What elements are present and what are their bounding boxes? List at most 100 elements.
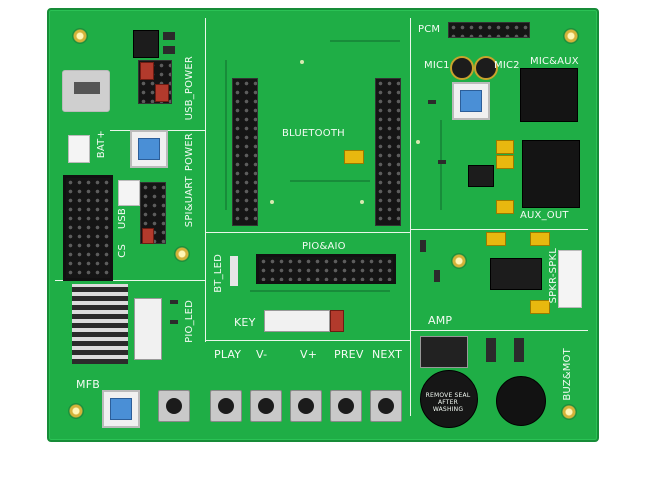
smd-component [434, 270, 440, 282]
mounting-hole-mid-left [174, 246, 190, 262]
bluetooth-socket-right[interactable] [375, 78, 401, 226]
mic2-label: MIC2 [494, 60, 520, 71]
pio-aio-label: PIO&AIO [302, 241, 346, 252]
usb-select-switch[interactable] [118, 180, 140, 206]
silk-divider-left-mid [55, 280, 205, 281]
buzzer-text: REMOVE SEAL AFTER WASHING [425, 392, 471, 413]
via [300, 60, 304, 64]
smd-component [438, 160, 446, 164]
amp-jumper-block[interactable] [420, 336, 468, 368]
voltage-regulator-chip [133, 30, 159, 58]
pio-led-label: PIO_LED [184, 300, 195, 343]
amplifier-chip [490, 258, 542, 290]
trace [225, 60, 227, 210]
mounting-hole-bottom-right [561, 404, 577, 420]
tantalum-capacitor [530, 232, 550, 246]
via [270, 200, 274, 204]
spkr-label: SPKR-SPKL [548, 248, 559, 304]
buzzer [420, 370, 478, 428]
smd-component [486, 338, 496, 362]
vibration-motor [496, 376, 546, 426]
previous-button[interactable] [330, 390, 362, 422]
pcm-label: PCM [418, 24, 441, 35]
cs-jumper[interactable] [142, 228, 154, 244]
via [416, 140, 420, 144]
tantalum-capacitor [344, 150, 364, 164]
smd-component [514, 338, 524, 362]
tantalum-capacitor [496, 155, 514, 169]
pcm-header[interactable] [448, 22, 530, 38]
smd-component [163, 32, 175, 40]
aux-out-jack[interactable] [522, 140, 580, 208]
mic2-jack[interactable] [474, 56, 498, 80]
silk-divider-top-vertical [205, 18, 206, 233]
buz-mot-label: BUZ&MOT [562, 348, 573, 401]
spi-uart-label: SPI&UART [184, 176, 195, 228]
usb-power-jumper-2[interactable] [155, 84, 169, 102]
mic1-jack[interactable] [450, 56, 474, 80]
play-label: PLAY [214, 348, 242, 361]
mounting-hole-mid-right [451, 253, 467, 269]
mounting-hole-top-right [563, 28, 579, 44]
bt-led-label: BT_LED [213, 254, 224, 293]
silk-divider-left-vertical [205, 232, 206, 342]
aux-out-label: AUX_OUT [520, 210, 569, 221]
amp-label: AMP [428, 314, 453, 327]
smd-component [163, 46, 175, 54]
mfb-button[interactable] [110, 398, 132, 420]
silk-divider-buttons [205, 340, 410, 341]
next-label: NEXT [372, 348, 403, 361]
next-button[interactable] [370, 390, 402, 422]
bluetooth-label: BLUETOOTH [282, 128, 345, 139]
speaker-connector[interactable] [558, 250, 582, 308]
mounting-hole-top-left [72, 28, 88, 44]
silk-divider-right-mid [410, 229, 588, 230]
mic-switch-base [452, 82, 490, 120]
cs-label: CS [117, 244, 128, 258]
bluetooth-socket-left[interactable] [232, 78, 258, 226]
usb-power-label: USB_POWER [184, 56, 195, 121]
mic-aux-jack[interactable] [520, 68, 578, 122]
pio-led-switch[interactable] [134, 298, 162, 360]
volume-up-button[interactable] [290, 390, 322, 422]
trace [250, 290, 390, 292]
audio-codec-chip [468, 165, 494, 187]
silk-divider-pcm-vertical [410, 18, 411, 416]
tactile-button[interactable] [158, 390, 190, 422]
tantalum-capacitor [496, 140, 514, 154]
smd-component [170, 320, 178, 324]
trace [330, 40, 400, 42]
silk-divider-amp [410, 330, 588, 331]
prev-label: PREV [334, 348, 364, 361]
v-minus-label: V- [256, 348, 268, 361]
led-resistor-array [72, 284, 128, 364]
mfb-label: MFB [76, 378, 100, 391]
key-jumper[interactable] [330, 310, 344, 332]
spi-uart-header[interactable] [63, 175, 113, 281]
power-switch-button[interactable] [138, 138, 160, 160]
trace [290, 180, 370, 182]
via [360, 200, 364, 204]
usb-power-jumper-1[interactable] [140, 62, 154, 80]
pio-aio-header[interactable] [256, 254, 396, 284]
bat-plus-label: BAT+ [96, 130, 107, 159]
mic-switch-button[interactable] [460, 90, 482, 112]
key-label: KEY [234, 316, 256, 329]
v-plus-label: V+ [300, 348, 318, 361]
battery-connector[interactable] [68, 135, 90, 163]
tantalum-capacitor [496, 200, 514, 214]
tantalum-capacitor [530, 300, 550, 314]
smd-component [420, 240, 426, 252]
silk-divider-middle [205, 232, 410, 233]
usb-connector-slot [74, 82, 100, 94]
bt-led [230, 256, 238, 286]
mic-aux-label: MIC&AUX [530, 56, 579, 67]
smd-component [428, 100, 436, 104]
key-dip-switch[interactable] [264, 310, 330, 332]
volume-down-button[interactable] [250, 390, 282, 422]
play-button[interactable] [210, 390, 242, 422]
usb-label: USB [117, 208, 128, 230]
mounting-hole-bottom-left [68, 403, 84, 419]
trace [440, 120, 442, 210]
mic1-label: MIC1 [424, 60, 450, 71]
